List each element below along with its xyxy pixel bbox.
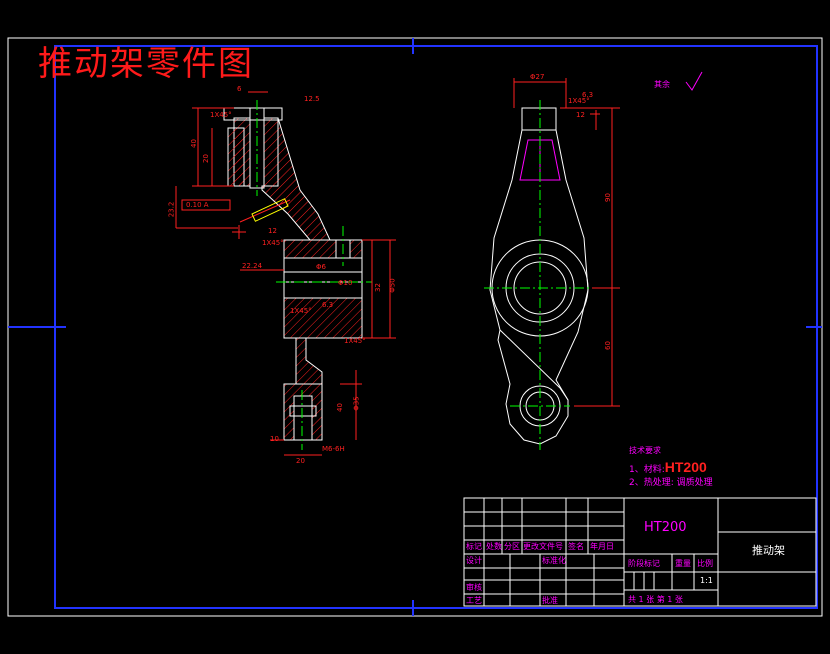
tb-weight-label: 重量 — [675, 559, 691, 568]
tb-col-label: 处数 — [486, 542, 502, 551]
dim-label: 12.5 — [304, 95, 320, 103]
dim-label: Φ27 — [530, 73, 545, 81]
dim-label: 20 — [296, 457, 305, 465]
dim-label: Φ50 — [388, 278, 397, 293]
dim-label: 1X45° — [210, 111, 232, 119]
tb-row-design: 设计 — [466, 556, 482, 565]
front-dimensions — [513, 78, 620, 407]
roughness-symbol-icon — [685, 71, 703, 91]
front-centerlines — [484, 100, 598, 450]
tech-requirement-material: HT200 — [664, 459, 707, 475]
tb-row-standard: 标准化 — [542, 556, 566, 565]
front-view — [489, 107, 589, 445]
title-block-grid — [463, 497, 817, 607]
section-dimensions — [175, 91, 396, 456]
dim-label: 22.24 — [242, 262, 263, 270]
tb-col-label: 更改文件号 — [523, 542, 563, 551]
section-centerlines — [256, 100, 372, 450]
tb-row-approve: 批准 — [542, 596, 558, 605]
dim-label: 6.3 — [582, 91, 594, 99]
tb-row-process: 工艺 — [466, 596, 482, 605]
dim-label: 20 — [201, 154, 210, 163]
tb-scale-label: 比例 — [697, 559, 713, 568]
dim-label: M6-6H — [322, 445, 345, 453]
dim-label: 1X45° — [290, 307, 312, 315]
tb-col-label: 年月日 — [590, 542, 614, 551]
centering-marks — [8, 38, 822, 616]
dim-label: 40 — [335, 403, 344, 412]
dim-label: 10 — [270, 435, 279, 443]
roughness-note: 其余 — [654, 80, 670, 89]
drawing-title: 推动架零件图 — [38, 44, 254, 84]
tb-row-check: 审核 — [466, 583, 482, 592]
dim-label: Φ6 — [316, 263, 326, 271]
dim-label: 6.3 — [322, 301, 334, 309]
dim-label: 1X45° — [568, 97, 590, 105]
tb-col-label: 分区 — [504, 542, 520, 551]
section-view — [223, 107, 363, 441]
dim-label: 60 — [603, 341, 612, 350]
tb-scale-value: 1:1 — [700, 576, 713, 585]
dim-label: 1X45° — [344, 337, 366, 345]
title-block-part-name: 推动架 — [752, 544, 785, 557]
dim-label: 6 — [237, 85, 242, 93]
dim-label: Φ10 — [338, 279, 353, 287]
tb-col-label: 标记 — [466, 542, 482, 551]
dim-label: 32 — [373, 283, 382, 292]
dim-label: 12 — [576, 111, 585, 119]
dim-label: 12 — [268, 227, 277, 235]
tech-requirements-heading: 技术要求 — [629, 446, 661, 455]
tech-requirement-1-prefix: 1、材料: — [629, 465, 665, 475]
tb-col-label: 签名 — [568, 542, 584, 551]
tech-requirement-1: 1、材料:HT200 — [629, 460, 707, 475]
dim-label: Φ35 — [352, 396, 361, 411]
title-block-material: HT200 — [644, 520, 687, 535]
sheet-inner-border — [54, 45, 818, 609]
datum-feature — [251, 198, 289, 222]
dim-label: 1X45° — [262, 239, 284, 247]
tb-sheets: 共 1 张 第 1 张 — [628, 595, 683, 604]
dim-label: 40 — [189, 139, 198, 148]
dim-label: 0.10 A — [186, 201, 209, 209]
sheet-outer-frame — [7, 37, 823, 617]
dim-label: 90 — [603, 193, 612, 202]
tech-requirement-2: 2、热处理: 调质处理 — [629, 478, 713, 488]
tb-stage-label: 阶段标记 — [628, 559, 660, 568]
dim-label: 23.2 — [167, 201, 176, 218]
